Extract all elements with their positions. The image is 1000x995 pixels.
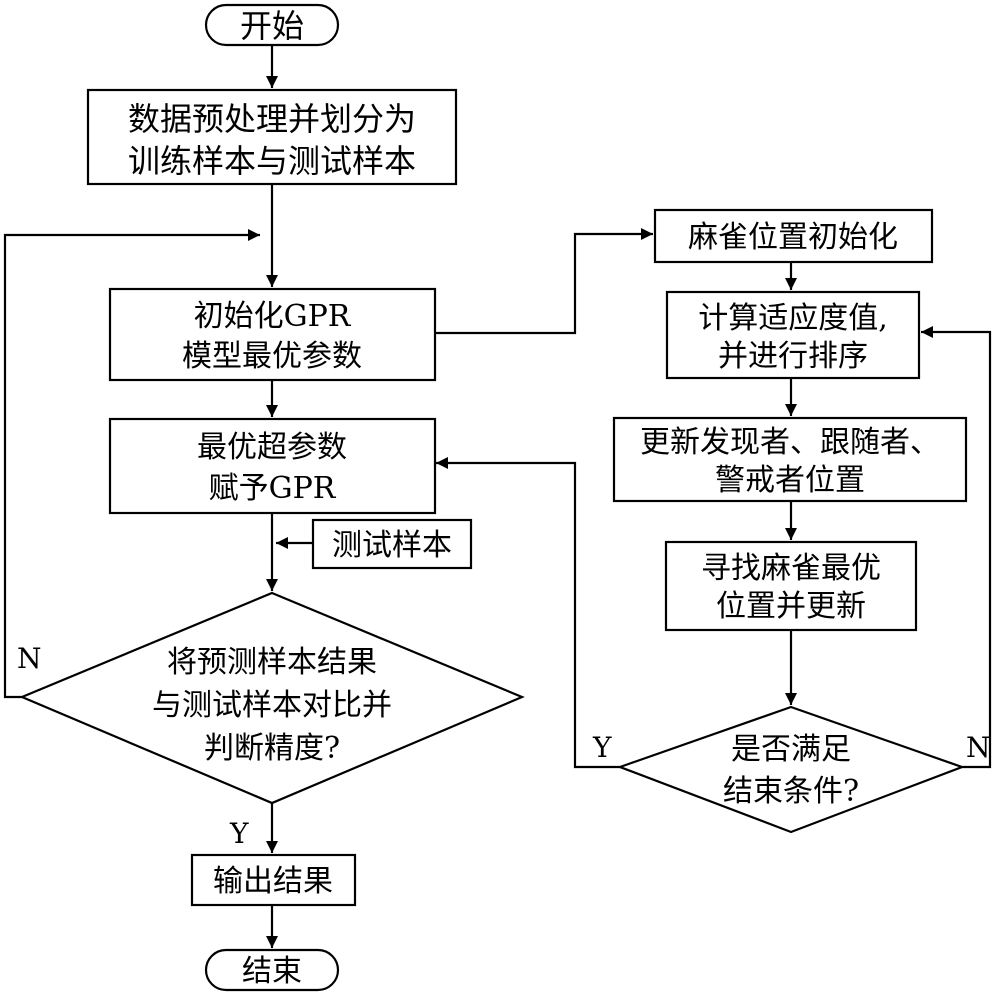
connectors — [3, 45, 992, 948]
node-output: 输出结果 — [190, 853, 357, 907]
stop-yes-label: Y — [592, 731, 612, 764]
end-label: 结束 — [242, 954, 302, 989]
preprocess-line-2: 训练样本与测试样本 — [128, 142, 416, 180]
judge-line-3: 判断精度? — [204, 731, 340, 766]
node-update: 更新发现者、跟随者、 警戒者位置 — [612, 416, 968, 503]
assign-gpr-line-2: 赋予GPR — [209, 471, 337, 506]
arrow-init-gpr-to-sparrow-init — [435, 228, 653, 335]
node-init-gpr: 初始化GPR 模型最优参数 — [108, 287, 437, 382]
node-stop-check: 是否满足 结束条件? — [616, 705, 966, 834]
fitness-line-1: 计算适应度值, — [698, 301, 888, 336]
sparrow-init-label: 麻雀位置初始化 — [688, 220, 898, 255]
find-best-line-1: 寻找麻雀最优 — [701, 551, 881, 586]
init-gpr-line-1: 初始化GPR — [194, 299, 352, 334]
stop-check-line-2: 结束条件? — [723, 774, 859, 809]
update-line-1: 更新发现者、跟随者、 — [640, 425, 940, 460]
arrow-stop-check-no-loop — [921, 326, 992, 769]
node-assign-gpr: 最优超参数 赋予GPR — [108, 417, 437, 515]
node-test-samples: 测试样本 — [311, 518, 473, 570]
output-label: 输出结果 — [213, 864, 333, 899]
fitness-line-2: 并进行排序 — [718, 339, 868, 374]
init-gpr-line-2: 模型最优参数 — [182, 339, 362, 374]
find-best-line-2: 位置并更新 — [716, 589, 866, 624]
judge-yes-label: Y — [229, 817, 249, 850]
preprocess-line-1: 数据预处理并划分为 — [128, 100, 416, 138]
arrow-judge-no-loop — [3, 229, 260, 699]
update-line-2: 警戒者位置 — [715, 463, 865, 498]
node-preprocess: 数据预处理并划分为 训练样本与测试样本 — [86, 88, 458, 186]
judge-line-2: 与测试样本对比并 — [152, 688, 392, 723]
node-judge: 将预测样本结果 与测试样本对比并 判断精度? — [19, 591, 525, 805]
stop-check-line-1: 是否满足 — [731, 732, 851, 767]
node-sparrow-init: 麻雀位置初始化 — [653, 208, 934, 264]
test-samples-label: 测试样本 — [332, 528, 452, 563]
start-label: 开始 — [240, 7, 304, 45]
stop-no-label: N — [966, 731, 991, 764]
judge-line-1: 将预测样本结果 — [167, 645, 377, 680]
node-end: 结束 — [204, 948, 340, 992]
assign-gpr-line-1: 最优超参数 — [197, 430, 347, 465]
arrow-stop-check-yes-to-assign-gpr — [436, 457, 620, 769]
node-start: 开始 — [204, 3, 340, 47]
node-find-best: 寻找麻雀最优 位置并更新 — [664, 540, 918, 632]
judge-no-label: N — [17, 642, 42, 675]
node-fitness: 计算适应度值, 并进行排序 — [665, 290, 921, 380]
